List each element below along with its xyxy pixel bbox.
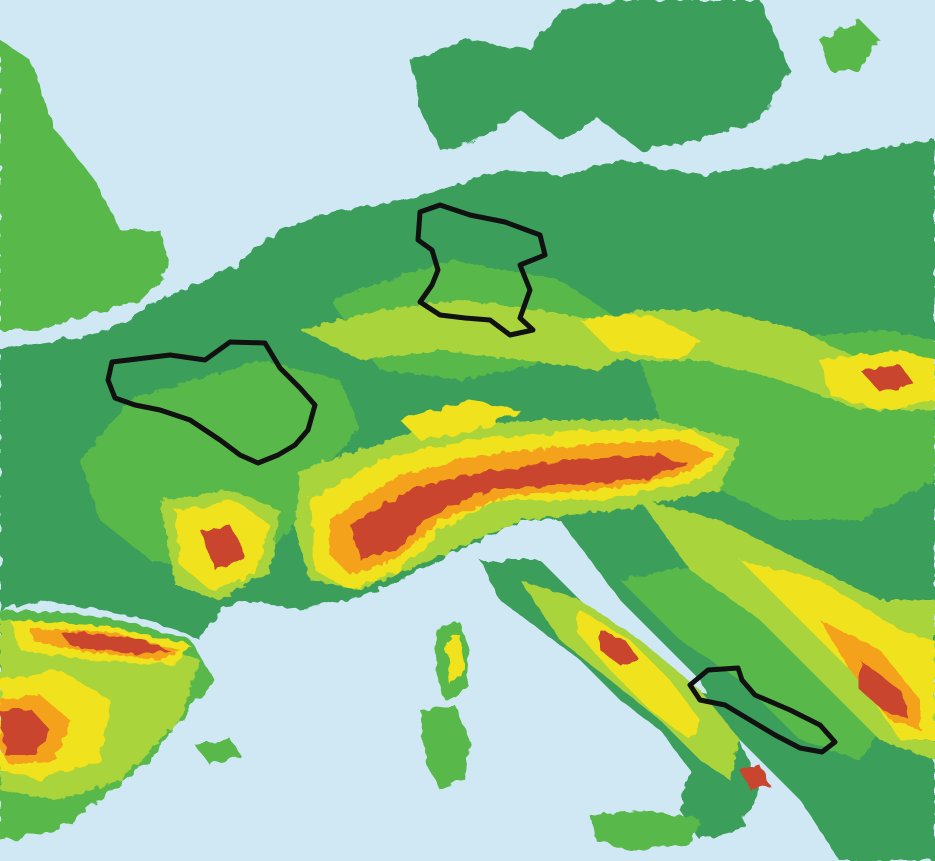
outlined-regions: [105, 202, 838, 755]
upland-carpathians: [580, 315, 700, 360]
high-pyrenees: [60, 632, 170, 654]
hills-central-uplands: [300, 300, 640, 370]
high-massif-central: [200, 525, 245, 570]
land-balearics: [195, 738, 240, 765]
region-outline-southeast: [687, 665, 838, 755]
land-sardinia: [420, 705, 470, 790]
upland-jura: [400, 400, 520, 440]
high-mountain-zones: [0, 365, 915, 790]
land-scandinavia: [410, 0, 790, 150]
land-british-isles: [0, 40, 170, 330]
region-outline-west: [105, 339, 318, 466]
high-alps: [350, 455, 690, 560]
plain-france: [80, 360, 360, 570]
upland-corsica: [445, 635, 465, 685]
high-balkans: [860, 660, 910, 720]
high-east-ridge: [860, 365, 915, 392]
land-sicily: [590, 810, 700, 850]
high-iberia: [0, 708, 50, 755]
high-apennines: [600, 630, 640, 665]
high-calabria: [740, 765, 770, 790]
hills-balkans: [640, 500, 935, 760]
land-finland: [820, 20, 880, 70]
region-outline-north: [415, 202, 548, 338]
land-italy: [480, 560, 760, 840]
